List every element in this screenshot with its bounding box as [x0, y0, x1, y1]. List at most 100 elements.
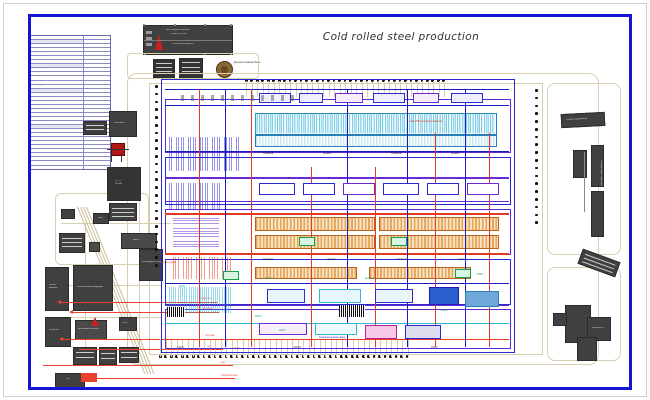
sheet-margin: Cold rolled steel production Наименовани…	[4, 4, 646, 396]
notes-block: Цех холодной прокатки и отделка стали Те…	[143, 24, 233, 55]
grid-marker	[283, 79, 286, 82]
plant-mill-grid-3	[255, 235, 375, 249]
grid-marker	[155, 147, 158, 150]
specification-cell-name: 24. Заводоуправление	[31, 149, 84, 153]
specification-cell-name: 17. Кислородная станция	[31, 116, 84, 120]
flow-arrow-head-1	[57, 300, 61, 304]
plant-bay-label-2: прокат	[323, 152, 332, 155]
plant-mill-grid-1	[255, 217, 375, 231]
dimension-label-mid: 108000	[293, 346, 301, 349]
plant-line-red-2	[165, 253, 509, 255]
block-east-tall-1	[573, 150, 587, 178]
grid-marker	[535, 104, 538, 108]
specification-cell-name: Раздел III. Энергохозяйство	[31, 88, 84, 92]
block-west-small-3	[73, 347, 97, 365]
specification-cell-name: 26. Автомобильные весы	[31, 157, 84, 161]
specification-cell-qty: 2	[85, 141, 86, 143]
plant-equip-green-4	[223, 271, 239, 280]
specification-cell-name: Раздел II. Вспомогательное	[31, 64, 84, 68]
plant-riser-red-6	[489, 133, 491, 347]
plant-riser-blue-3	[407, 89, 408, 347]
flow-arrow-icon	[155, 35, 163, 50]
specification-cell-qty: 24,600	[85, 165, 90, 167]
block-compressor-station	[59, 233, 85, 253]
site-road-h1	[61, 223, 171, 224]
grid-marker	[155, 123, 158, 127]
specification-cell-qty: 2	[85, 153, 86, 155]
specification-cell-name: 15. Газорегуляторный пункт	[31, 108, 84, 112]
grid-marker	[310, 79, 314, 82]
grid-marker	[354, 79, 358, 82]
plant-equip-10	[383, 183, 419, 195]
grid-marker	[378, 355, 381, 358]
specification-cell-name: 28. Площадь застройки, га	[31, 165, 84, 169]
grid-marker	[155, 225, 158, 228]
plant-bay-label-5: Отделка	[263, 258, 274, 261]
grid-marker	[155, 193, 158, 197]
grid-marker	[389, 355, 392, 358]
grid-marker	[155, 116, 158, 119]
block-repair-shop: РМЦ	[93, 213, 109, 224]
grid-marker	[535, 89, 538, 92]
plant-hatch-blue-1	[169, 137, 239, 171]
notes-line-2: и отделка стали	[170, 33, 187, 35]
plant-line-violet-1	[165, 177, 509, 179]
plant-machine-cluster	[339, 305, 365, 317]
specification-cell-qty: 1	[85, 104, 86, 106]
plant-equip-13	[267, 289, 305, 303]
specification-row: Раздел II. Вспомогательное	[31, 64, 110, 69]
plant-unit-label-3: ЦХП	[255, 314, 262, 318]
plant-line-violet-3	[165, 305, 509, 307]
block-east-tall-3	[591, 191, 604, 237]
grid-marker	[155, 131, 158, 135]
plant-equip-11	[427, 183, 459, 195]
site-road-h3	[61, 317, 161, 318]
specification-cell-qty: 1 шт. 2400 т	[85, 44, 94, 46]
grid-marker	[535, 190, 538, 193]
flow-arrow-line-5	[43, 365, 233, 366]
grid-marker	[155, 248, 158, 251]
notes-line-1: Цех холодной прокатки	[166, 29, 190, 31]
specification-cell-qty: 1	[85, 161, 86, 163]
plant-line-blue-1	[165, 105, 509, 107]
block-east-tall-2-label: Станция водо- подготовки	[600, 160, 602, 187]
grid-marker	[155, 232, 158, 236]
plant-equip-21	[405, 325, 441, 339]
specification-cell-name: 16. Котельная установка	[31, 112, 84, 116]
grid-marker	[535, 213, 538, 217]
north-arrow-label: Директорная база	[234, 60, 261, 64]
specification-cell-qty: 2	[85, 100, 86, 102]
specification-cell-qty: 1	[85, 116, 86, 118]
specification-cell-qty: 4 шт.	[85, 68, 89, 70]
block-admin-building-label: АБК-1	[133, 239, 140, 241]
grid-marker	[345, 355, 349, 358]
grid-marker	[294, 79, 297, 82]
grid-marker	[155, 240, 158, 244]
grid-marker	[321, 79, 325, 82]
plant-equip-2	[299, 93, 323, 103]
plant-riser-red-2	[251, 89, 253, 347]
plant-line-blue-3	[165, 283, 509, 285]
plant-equip-19	[315, 323, 357, 335]
block-substation-gpp: ГПП-1 110 кВ	[107, 167, 141, 201]
plant-equip-15	[375, 289, 413, 303]
plant-mill-grid-4	[379, 235, 499, 249]
grid-marker	[277, 79, 281, 82]
grid-marker	[268, 355, 272, 358]
specification-header-qty: Кол-во Примечание	[84, 36, 110, 40]
block-pump-station-label: Насосная	[49, 329, 59, 331]
grid-marker	[155, 263, 158, 267]
specification-cell-name: 3. Стан 2000 холодной прокатки	[31, 52, 84, 56]
specification-cell-qty	[84, 40, 110, 43]
grid-marker	[323, 355, 327, 358]
specification-cell-name: 25. Проходная	[31, 153, 84, 157]
grid-marker	[431, 79, 435, 82]
block-west-small-4	[99, 347, 117, 365]
plant-dimension-row	[181, 95, 301, 101]
